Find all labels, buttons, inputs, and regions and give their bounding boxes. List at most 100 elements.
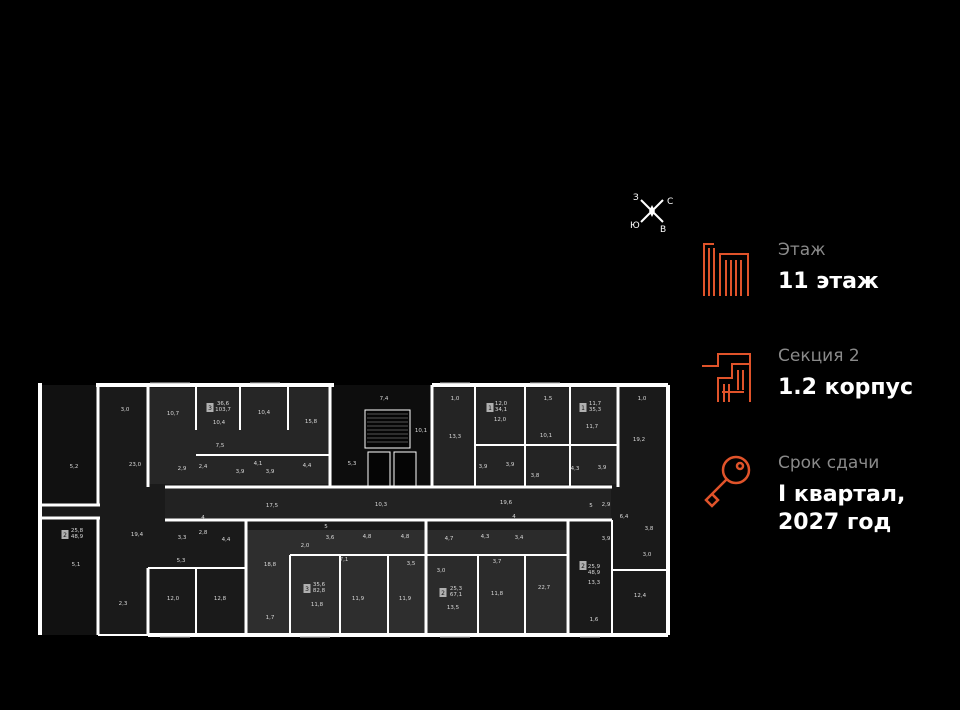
room-area-label: 1,0: [451, 396, 460, 402]
room-area-label: 3,0: [437, 568, 446, 574]
room-area-label: 5,2: [70, 464, 79, 470]
room-area-label: 19,4: [131, 532, 144, 538]
room-area-label: 48,9: [71, 534, 84, 540]
room-area-label: 3,3: [178, 535, 187, 541]
room-count-badge: [579, 403, 587, 412]
room-count-label: 2: [441, 590, 445, 597]
room-area-label: 25,8: [71, 528, 84, 534]
room-area-label: 1,6: [590, 617, 599, 623]
room-count-label: 1: [581, 405, 585, 412]
room-area-label: 67,1: [450, 592, 462, 598]
room-area-label: 35,6: [313, 582, 326, 588]
room-area-label: 22,7: [538, 585, 551, 591]
room-area-label: 18,8: [264, 562, 277, 568]
room-area-label: 3,9: [266, 469, 275, 475]
room-area-label: 4,4: [303, 463, 312, 469]
room-area-label: 1,7: [266, 615, 275, 621]
room-area-label: 6,4: [620, 514, 629, 520]
room-area-label: 10,7: [167, 411, 180, 417]
room-area-label: 3,0: [121, 407, 130, 413]
compass-icon: С В Ю З: [630, 193, 673, 235]
room-area-label: 19,2: [633, 437, 645, 443]
room-area-label: 25,9: [588, 564, 601, 570]
deadline-value: I квартал, 2027 год: [778, 481, 905, 537]
room-labels: 3,010,736,6103,710,410,415,87,410,11,012…: [70, 396, 654, 623]
room-area-label: 34,1: [495, 407, 507, 413]
room-area-label: 25,3: [450, 586, 463, 592]
room-area-label: 12,8: [214, 596, 227, 602]
room-area-label: 3,9: [506, 462, 515, 468]
room-area-label: 15,8: [305, 419, 318, 425]
room-area-label: 2,0: [301, 543, 310, 549]
room-area-label: 7,4: [380, 396, 389, 402]
room-area-label: 4,3: [571, 466, 580, 472]
room-area-label: 2,4: [199, 464, 208, 470]
room-area-label: 4: [512, 514, 516, 520]
room-area-label: 1,0: [638, 396, 647, 402]
section-label: Секция 2: [778, 346, 860, 366]
deadline-value-line2: 2027 год: [778, 510, 892, 535]
room-area-label: 11,9: [352, 596, 365, 602]
room-area-label: 1,5: [544, 396, 553, 402]
room-area-label: 11,7: [586, 424, 599, 430]
room-area-label: 2,8: [199, 530, 208, 536]
room-area-label: 13,5: [447, 605, 460, 611]
room-area-label: 2,9: [602, 502, 611, 508]
building-outline: [42, 385, 668, 635]
room-area-label: 3,8: [531, 473, 540, 479]
section-icon: [702, 353, 751, 402]
room-area-label: 4,4: [222, 537, 231, 543]
deadline-label: Срок сдачи: [778, 453, 880, 473]
room-area-label: 11,8: [311, 602, 324, 608]
room-count-badge: [486, 403, 494, 412]
room-area-label: 3,4: [515, 535, 524, 541]
room-area-label: 3,0: [643, 552, 652, 558]
room-area-label: 4,8: [363, 534, 372, 540]
room-area-label: 3,5: [407, 561, 416, 567]
room-area-label: 4,3: [481, 534, 490, 540]
room-area-label: 11,9: [399, 596, 412, 602]
room-area-label: 2,3: [119, 601, 128, 607]
room-area-label: 7,1: [340, 557, 349, 563]
compass-west: З: [633, 193, 639, 203]
room-area-label: 3,9: [236, 469, 245, 475]
compass-east: В: [660, 225, 666, 235]
windows: [150, 382, 600, 638]
room-area-label: 4: [201, 515, 205, 521]
room-area-label: 12,0: [495, 401, 508, 407]
room-count-badge: [303, 584, 311, 593]
section-info: Секция 2 1.2 корпус: [700, 346, 950, 406]
room-area-label: 3,8: [645, 526, 654, 532]
key-icon: [704, 455, 751, 508]
room-area-label: 13,3: [449, 434, 462, 440]
room-area-label: 10,4: [213, 420, 226, 426]
room-area-label: 17,5: [266, 503, 279, 509]
room-area-label: 7,5: [216, 443, 225, 449]
room-area-label: 12,4: [634, 593, 647, 599]
room-area-label: 5: [324, 524, 328, 530]
room-area-label: 5,3: [348, 461, 357, 467]
room-area-label: 23,0: [129, 462, 142, 468]
room-area-label: 3,7: [493, 559, 502, 565]
floor-label: Этаж: [778, 240, 826, 260]
room-area-label: 10,4: [258, 410, 271, 416]
room-area-label: 3,9: [598, 465, 607, 471]
room-area-label: 35,3: [589, 407, 602, 413]
room-area-label: 10,1: [540, 433, 552, 439]
floor-icon: [703, 243, 749, 296]
room-count-label: 2: [63, 532, 67, 539]
room-area-label: 10,1: [415, 428, 427, 434]
deadline-info: Срок сдачи I квартал, 2027 год: [700, 453, 950, 543]
room-area-label: 103,7: [215, 407, 231, 413]
room-area-label: 12,0: [167, 596, 180, 602]
compass-south: Ю: [630, 221, 640, 231]
walls: [38, 383, 670, 637]
room-count-badge: [61, 530, 69, 539]
room-area-label: 12,0: [494, 417, 507, 423]
room-count-badge: [579, 561, 587, 570]
section-value: 1.2 корпус: [778, 375, 914, 400]
floor-info: Этаж 11 этаж: [700, 240, 950, 300]
room-area-label: 4,1: [254, 461, 263, 467]
